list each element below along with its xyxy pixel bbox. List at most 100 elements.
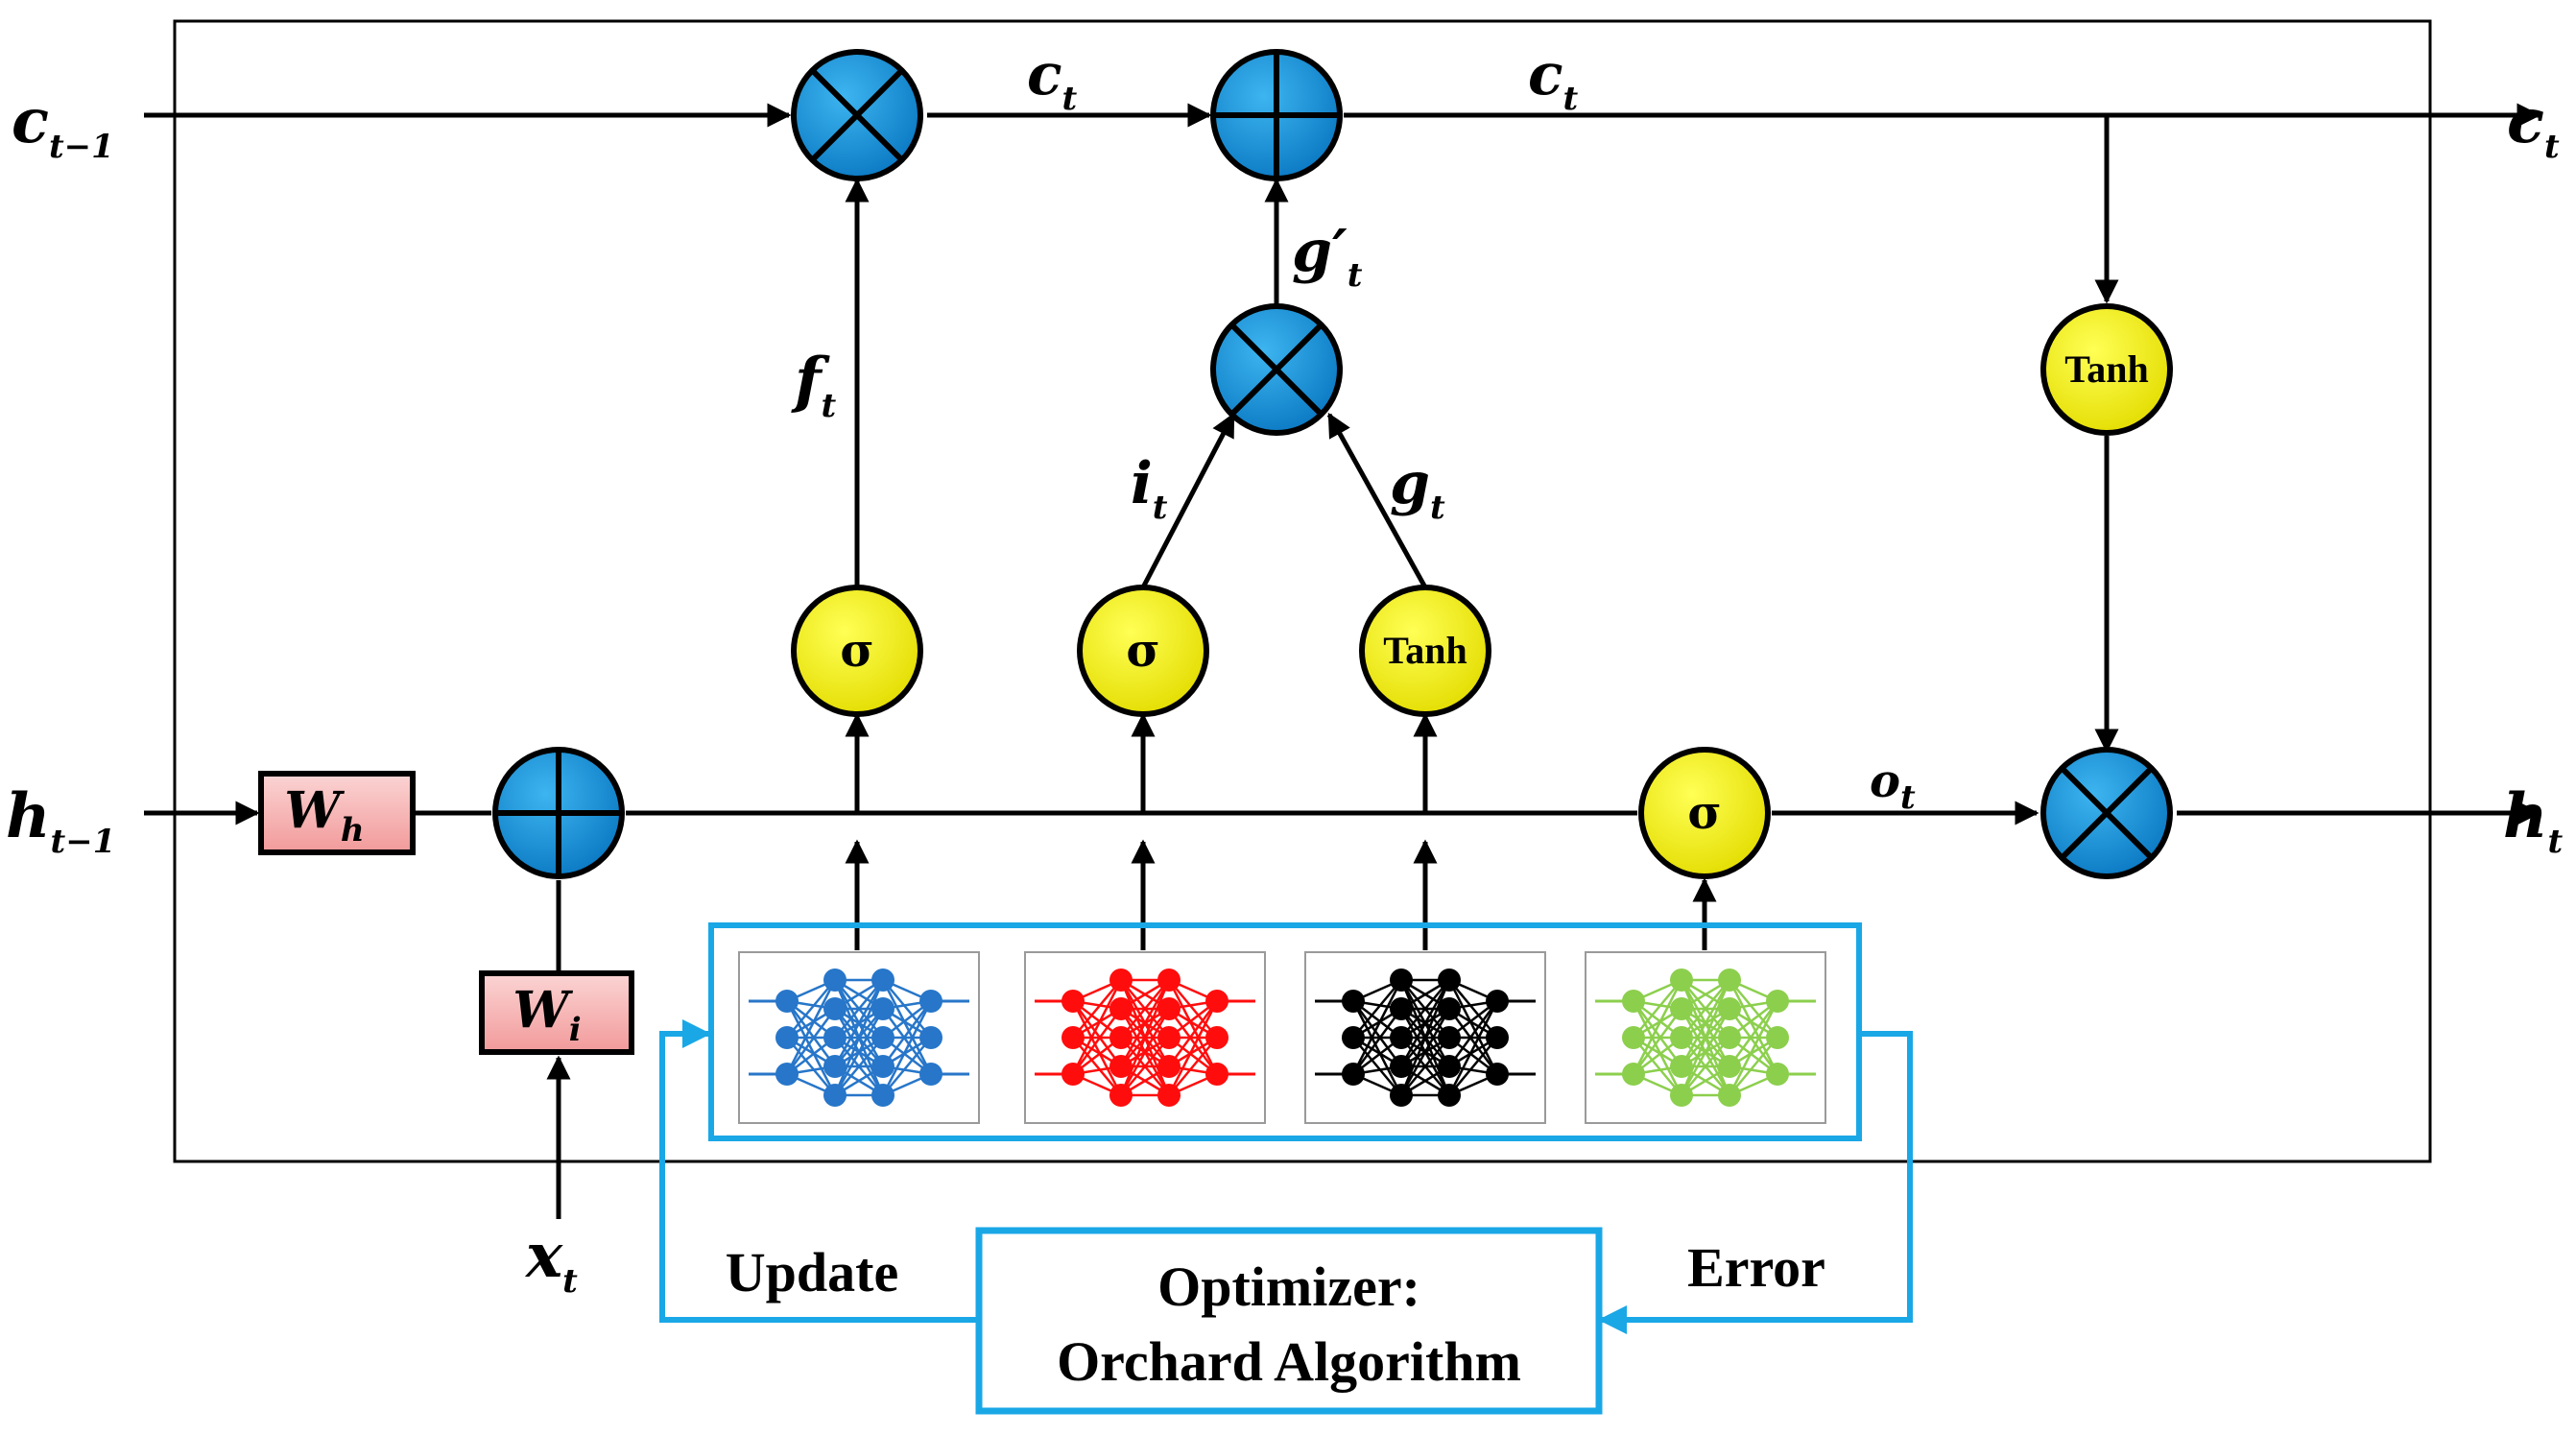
label-c-after-add: ct <box>1528 41 1579 118</box>
nn-node <box>1109 1055 1133 1078</box>
nn-node <box>1061 990 1085 1013</box>
nn-node <box>871 1084 894 1107</box>
nn-node <box>1342 990 1365 1013</box>
nn-node <box>1718 1055 1741 1078</box>
label-g-gate: gt <box>1390 450 1445 527</box>
nn-node <box>1390 969 1413 992</box>
nn-node <box>1486 1026 1509 1049</box>
nn-node <box>1157 1084 1181 1107</box>
candidate-tanh-node: Tanh <box>1359 585 1491 717</box>
tanh-label: Tanh <box>1383 629 1467 672</box>
input-multiply-node <box>1210 303 1343 436</box>
nn-panels <box>738 951 1826 1124</box>
nn-node <box>1390 1055 1413 1078</box>
nn-node <box>1061 1026 1085 1049</box>
optimizer-line1: Optimizer: <box>1157 1256 1420 1318</box>
g-to-mult-line <box>1326 412 1428 589</box>
optimizer-line2: Orchard Algorithm <box>1057 1330 1521 1393</box>
label-o-gate: ot <box>1870 754 1916 817</box>
nn-node <box>823 969 847 992</box>
nn-node <box>1486 990 1509 1013</box>
nn-node <box>1766 1063 1789 1086</box>
nn-node <box>1109 1026 1133 1049</box>
nn-node <box>1342 1063 1365 1086</box>
error-path <box>1598 1031 1913 1334</box>
connections <box>144 103 2541 1219</box>
update-label: Update <box>726 1241 898 1303</box>
wh-base: W <box>284 781 345 840</box>
nn-node <box>1718 969 1741 992</box>
cell-add-node <box>1210 49 1343 181</box>
nn-node <box>1438 997 1461 1020</box>
wi-base: W <box>513 981 573 1040</box>
nn-node <box>1205 1026 1228 1049</box>
i-to-mult-line <box>1140 412 1236 589</box>
nn-node <box>1718 1026 1741 1049</box>
nn-node <box>1718 997 1741 1020</box>
output-multiply-node <box>2040 747 2173 879</box>
nn-node <box>1390 1026 1413 1049</box>
output-sigma-node: σ <box>1638 747 1771 879</box>
label-f-gate: ft <box>791 345 837 425</box>
nn-node <box>919 990 942 1013</box>
nn-node <box>1205 1063 1228 1086</box>
nn-node <box>1438 1026 1461 1049</box>
nn-node <box>775 990 799 1013</box>
nn-node <box>823 1084 847 1107</box>
nn-node <box>1670 1055 1693 1078</box>
nn-node <box>1670 969 1693 992</box>
nn-node <box>1109 969 1133 992</box>
nn-node <box>1766 1026 1789 1049</box>
nn-node <box>871 1026 894 1049</box>
feedback-loop <box>659 1019 1913 1334</box>
nn-panel-black <box>1304 951 1546 1124</box>
nn-node <box>1109 997 1133 1020</box>
cell-boundary <box>173 19 2432 1163</box>
wh-box: Wh <box>258 771 416 855</box>
nn-node <box>1061 1063 1085 1086</box>
nn-node <box>1157 1026 1181 1049</box>
label-x-in: xt <box>524 1220 578 1301</box>
nn-node <box>1109 1084 1133 1107</box>
nn-node <box>1438 969 1461 992</box>
nn-node <box>1622 1026 1645 1049</box>
nn-node <box>1438 1084 1461 1107</box>
nn-node <box>919 1026 942 1049</box>
nn-panel-green <box>1585 951 1826 1124</box>
label-c-mid: ct <box>1027 41 1078 118</box>
svg-text:Wh: Wh <box>284 781 364 849</box>
nn-node <box>1486 1063 1509 1086</box>
nn-node <box>919 1063 942 1086</box>
nn-panel-blue <box>738 951 980 1124</box>
forget-sigma-node: σ <box>791 585 923 717</box>
wh-sub: h <box>341 811 365 849</box>
nn-node <box>1718 1084 1741 1107</box>
sigma-label: σ <box>1126 624 1159 678</box>
nn-node <box>1342 1026 1365 1049</box>
nn-panel-red <box>1024 951 1266 1124</box>
nn-node <box>871 969 894 992</box>
svg-text:Wi: Wi <box>513 981 581 1049</box>
nn-node <box>1157 997 1181 1020</box>
label-g-prime: g′t <box>1292 218 1363 295</box>
nn-node <box>775 1026 799 1049</box>
nn-node <box>823 1026 847 1049</box>
nn-node <box>1157 969 1181 992</box>
nn-node <box>1622 990 1645 1013</box>
input-add-node <box>492 747 625 879</box>
cell-tanh-node: Tanh <box>2040 303 2173 436</box>
nn-node <box>871 1055 894 1078</box>
nn-node <box>1670 997 1693 1020</box>
nn-node <box>775 1063 799 1086</box>
label-h-out: ht <box>2503 780 2564 861</box>
label-i-gate: it <box>1131 450 1168 527</box>
nn-node <box>1205 990 1228 1013</box>
nn-container <box>708 922 1862 1141</box>
nn-node <box>1157 1055 1181 1078</box>
nn-node <box>1670 1026 1693 1049</box>
optimizer-box <box>975 1227 1603 1415</box>
nn-node <box>1390 1084 1413 1107</box>
nn-node <box>1390 997 1413 1020</box>
error-label: Error <box>1687 1236 1825 1299</box>
nn-node <box>1622 1063 1645 1086</box>
